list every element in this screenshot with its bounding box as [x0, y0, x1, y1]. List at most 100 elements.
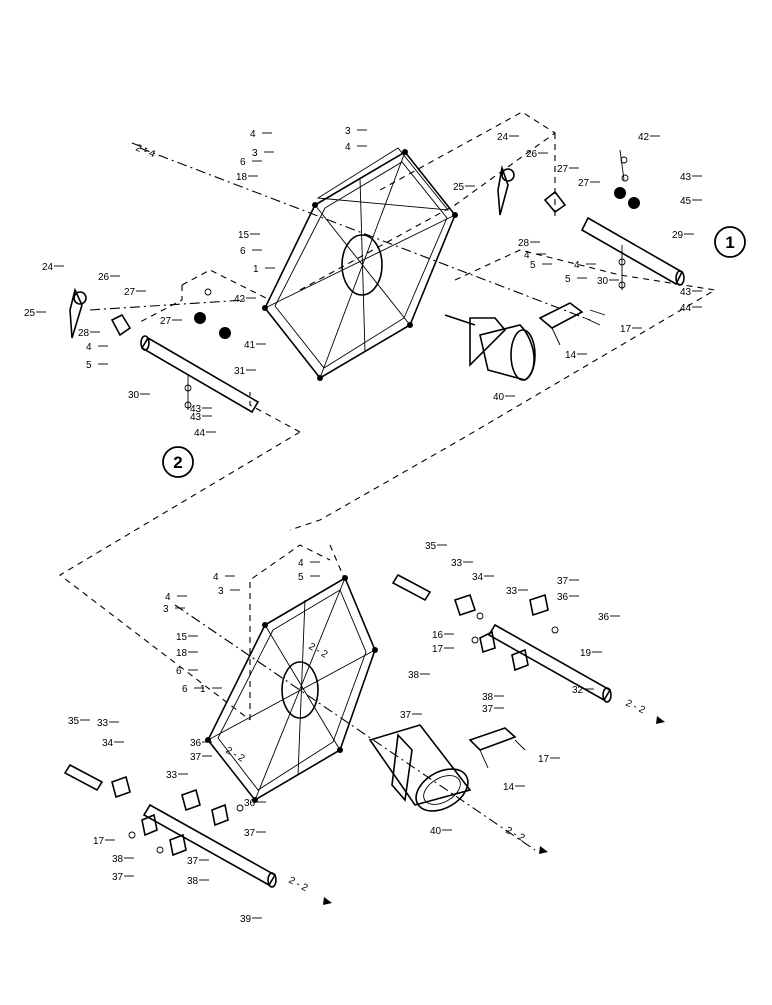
- part-number-label: 40: [493, 392, 505, 403]
- part-number-label: 39: [240, 914, 252, 925]
- part-number-label: 38: [408, 670, 420, 681]
- part-number-label: 29: [672, 230, 684, 241]
- part-number-label: 37: [482, 704, 494, 715]
- part-number-label: 40: [430, 826, 442, 837]
- callout-1: 1: [714, 226, 746, 258]
- part-number-label: 6: [240, 157, 246, 168]
- part-number-label: 34: [472, 572, 484, 583]
- part-number-label: 37: [112, 872, 124, 883]
- ref-arrow-motor: 2 - 2: [504, 825, 527, 844]
- bottom-routing: [249, 544, 346, 720]
- part-number-label: 36: [598, 612, 610, 623]
- part-number-label: 1: [200, 684, 206, 695]
- ref-arrow-bottom-left: 2 - 2: [287, 875, 310, 894]
- part-number-label: 17: [432, 644, 444, 655]
- ref-arrow-bottom-mid: 2 - 2: [307, 641, 330, 661]
- part-number-label: 28: [78, 328, 90, 339]
- frame-hexagon-top: [262, 147, 458, 381]
- part-number-label: 38: [187, 876, 199, 887]
- top-routing-outline: [59, 111, 717, 721]
- part-number-label: 3: [345, 126, 351, 137]
- part-number-label: 30: [128, 390, 140, 401]
- reference-arrows: 2 - 4 2 - 2 2 - 2 2 - 2 2 - 2 2 - 2: [131, 142, 665, 905]
- part-number-label: 30: [597, 276, 609, 287]
- part-number-label: 4: [250, 129, 256, 140]
- part-number-label: 36: [190, 738, 202, 749]
- part-number-label: 42: [234, 294, 246, 305]
- part-number-label: 33: [97, 718, 109, 729]
- part-number-label: 14: [565, 350, 577, 361]
- part-number-label: 25: [453, 182, 465, 193]
- bracket-14-top: [538, 302, 606, 346]
- shaft-29: [497, 149, 685, 290]
- callout-2: 2: [162, 446, 194, 478]
- part-number-label: 38: [112, 854, 124, 865]
- part-number-label: 31: [234, 366, 246, 377]
- part-number-label: 15: [176, 632, 188, 643]
- part-number-label: 16: [432, 630, 444, 641]
- part-number-label: 1: [253, 264, 259, 275]
- part-number-label: 4: [86, 342, 92, 353]
- part-number-label: 4: [213, 572, 219, 583]
- part-number-label: 44: [194, 428, 206, 439]
- part-labels-top: 3434618156124262527272845543042434529434…: [24, 126, 702, 439]
- motor-top: [444, 314, 536, 381]
- part-number-label: 43: [680, 172, 692, 183]
- part-number-label: 3: [218, 586, 224, 597]
- shaft-31: [69, 287, 260, 414]
- part-number-label: 6: [176, 666, 182, 677]
- bottom-axis-line: [174, 604, 536, 851]
- part-number-label: 6: [182, 684, 188, 695]
- part-number-label: 5: [530, 260, 536, 271]
- part-number-label: 36: [244, 798, 256, 809]
- part-number-label: 4: [345, 142, 351, 153]
- part-number-label: 18: [176, 648, 188, 659]
- part-number-label: 36: [557, 592, 569, 603]
- part-number-label: 41: [244, 340, 256, 351]
- top-assembly: [59, 111, 717, 721]
- part-number-label: 44: [680, 303, 692, 314]
- top-axis-line-b: [89, 299, 246, 311]
- svg-text:1: 1: [725, 233, 734, 252]
- part-number-label: 37: [244, 828, 256, 839]
- part-number-label: 28: [518, 238, 530, 249]
- part-number-label: 27: [578, 178, 590, 189]
- part-number-label: 26: [98, 272, 110, 283]
- part-number-label: 19: [580, 648, 592, 659]
- part-number-label: 25: [24, 308, 36, 319]
- part-number-label: 5: [298, 572, 304, 583]
- part-number-label: 43: [680, 287, 692, 298]
- ref-arrow-bottom-hex: 2 - 2: [224, 745, 247, 765]
- part-number-label: 35: [425, 541, 437, 552]
- part-number-label: 27: [160, 316, 172, 327]
- part-number-label: 4: [298, 558, 304, 569]
- part-number-label: 17: [620, 324, 632, 335]
- part-number-label: 32: [572, 685, 584, 696]
- ref-arrow-right: 2 - 2: [624, 698, 647, 717]
- part-number-label: 38: [482, 692, 494, 703]
- shaft-32: [391, 573, 612, 703]
- part-number-label: 14: [503, 782, 515, 793]
- part-number-label: 33: [451, 558, 463, 569]
- part-number-label: 37: [190, 752, 202, 763]
- part-number-label: 43: [190, 404, 202, 415]
- part-number-label: 24: [497, 132, 509, 143]
- part-number-label: 37: [557, 576, 569, 587]
- part-number-label: 18: [236, 172, 248, 183]
- part-number-label: 4: [165, 592, 171, 603]
- part-number-label: 4: [524, 250, 530, 261]
- part-number-label: 26: [526, 149, 538, 160]
- part-number-label: 27: [557, 164, 569, 175]
- part-number-label: 37: [187, 856, 199, 867]
- part-number-label: 6: [240, 246, 246, 257]
- part-number-label: 24: [42, 262, 54, 273]
- part-number-label: 5: [86, 360, 92, 371]
- part-number-label: 35: [68, 716, 80, 727]
- svg-text:2: 2: [173, 453, 182, 472]
- part-number-label: 43: [190, 412, 202, 423]
- top-axis-line: [139, 147, 591, 321]
- part-number-label: 3: [163, 604, 169, 615]
